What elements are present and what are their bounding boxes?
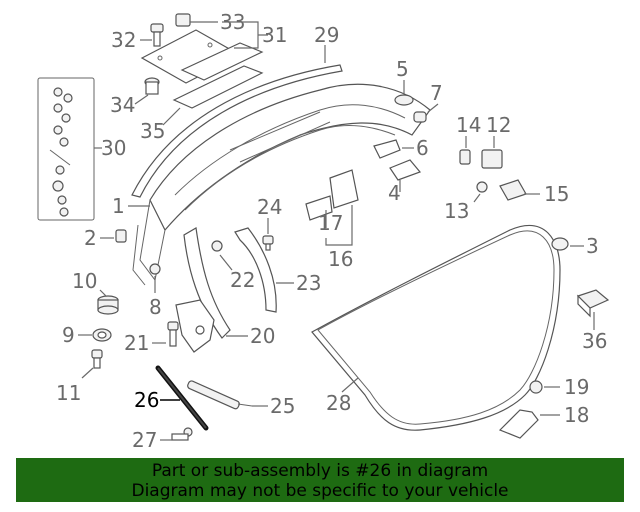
callout-5: 5	[396, 57, 409, 81]
clip-2	[115, 229, 127, 243]
callout-10: 10	[72, 269, 97, 293]
cap-3	[551, 237, 569, 251]
callout-20: 20	[250, 324, 275, 348]
clip-33	[175, 13, 191, 27]
nut-19	[529, 380, 543, 394]
callout-9: 9	[62, 323, 75, 347]
bolt-32	[150, 23, 164, 47]
nut-22	[211, 240, 223, 252]
callout-34: 34	[110, 93, 135, 117]
callout-2: 2	[84, 226, 97, 250]
callout-12: 12	[486, 113, 511, 137]
banner-line-2: Diagram may not be specific to your vehi…	[131, 481, 509, 501]
bump-stop-8	[149, 263, 161, 275]
bolt-11	[91, 349, 103, 369]
banner-line-1: Part or sub-assembly is #26 in diagram	[151, 461, 489, 481]
clip-24	[262, 235, 274, 251]
callout-15: 15	[544, 182, 569, 206]
ball-stud-27	[171, 427, 193, 441]
fastener-kit	[49, 87, 73, 217]
parts-diagram: 1 29 32 33 31 34 35 30	[37, 10, 610, 452]
lens-5	[394, 94, 414, 106]
callout-36: 36	[582, 329, 607, 353]
bracket-6	[373, 139, 401, 159]
callout-8: 8	[149, 295, 162, 319]
callout-35: 35	[140, 119, 165, 143]
info-banner: Part or sub-assembly is #26 in diagram D…	[16, 458, 624, 502]
trim-4	[389, 159, 422, 181]
hinge-20	[175, 227, 231, 353]
callout-24: 24	[257, 195, 282, 219]
callout-21: 21	[124, 331, 149, 355]
callout-3: 3	[586, 234, 599, 258]
grommet-9	[92, 328, 112, 342]
callout-17: 17	[318, 211, 343, 235]
lid-seal-strip	[131, 64, 343, 198]
callout-25: 25	[270, 394, 295, 418]
gas-strut-26	[155, 365, 209, 431]
callout-19: 19	[564, 375, 589, 399]
callout-16: 16	[328, 247, 353, 271]
bolt-21	[167, 321, 179, 347]
callout-11: 11	[56, 381, 81, 405]
nut-13	[476, 181, 488, 193]
latch-14	[459, 149, 471, 165]
buffer-10	[97, 295, 119, 315]
callout-13: 13	[444, 199, 469, 223]
callout-26: 26	[134, 388, 159, 412]
bracket-16-17	[305, 169, 359, 221]
gas-strut-25	[187, 380, 253, 410]
callout-27: 27	[132, 428, 157, 452]
trim-strip-35	[172, 65, 264, 109]
callout-32: 32	[111, 28, 136, 52]
block-36	[576, 289, 610, 318]
callout-7: 7	[430, 81, 443, 105]
callout-30: 30	[101, 136, 126, 160]
callout-18: 18	[564, 403, 589, 427]
hinge-trim-23	[234, 227, 277, 313]
callout-1: 1	[112, 194, 125, 218]
callout-22: 22	[230, 268, 255, 292]
cover-15	[499, 179, 527, 201]
callout-28: 28	[326, 391, 351, 415]
trunk-lid-panel	[132, 83, 431, 286]
striker-bracket-18	[498, 409, 539, 439]
callout-23: 23	[296, 271, 321, 295]
callout-29: 29	[314, 23, 339, 47]
grommet-34	[144, 77, 160, 95]
fastener-kit-box	[37, 77, 95, 221]
weatherstrip-28	[311, 224, 561, 431]
lock-12	[481, 149, 503, 169]
switch-7	[413, 111, 427, 123]
callout-6: 6	[416, 136, 429, 160]
callout-14: 14	[456, 113, 481, 137]
callout-31: 31	[262, 23, 287, 47]
mounting-plate	[140, 29, 264, 84]
callout-4: 4	[388, 181, 401, 205]
